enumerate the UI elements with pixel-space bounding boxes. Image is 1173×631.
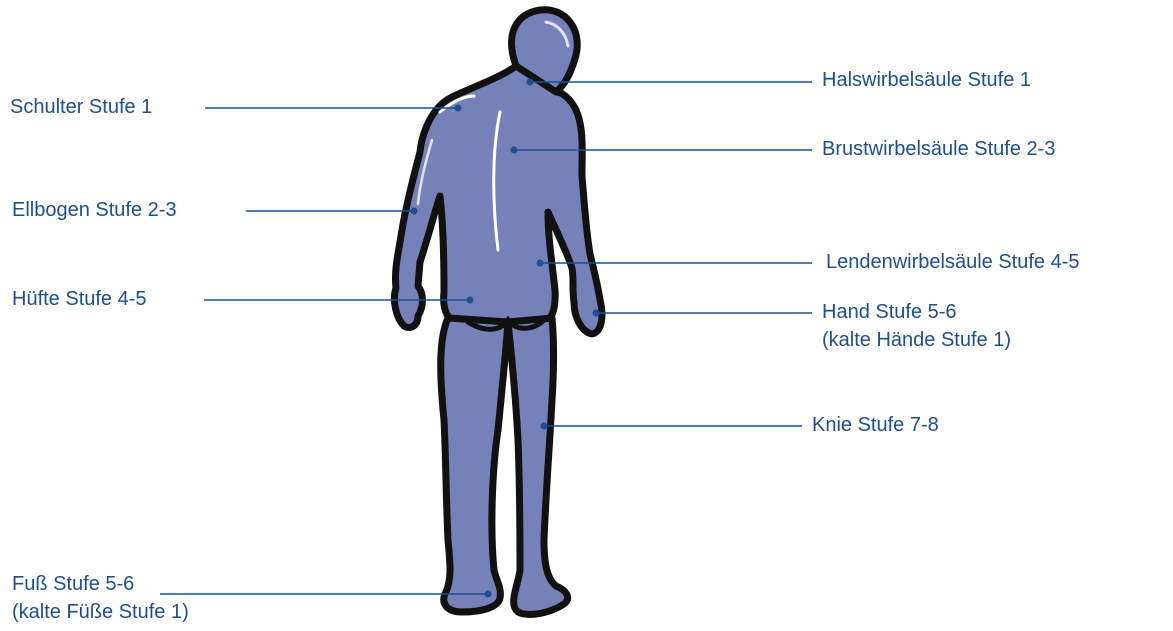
label-ellbogen-text: Ellbogen Stufe 2-3 — [12, 199, 177, 221]
point-ellbogen — [411, 208, 418, 215]
label-halswirbelsaeule-text: Halswirbelsäule Stufe 1 — [822, 69, 1031, 91]
label-fuss: Fuß Stufe 5-6 (kalte Füße Stufe 1) — [12, 570, 189, 626]
label-brustwirbelsaeule-text: Brustwirbelsäule Stufe 2-3 — [822, 138, 1055, 160]
label-schulter-text: Schulter Stufe 1 — [10, 96, 152, 118]
label-ellbogen: Ellbogen Stufe 2-3 — [12, 196, 177, 224]
point-fuss — [485, 591, 492, 598]
label-halswirbelsaeule: Halswirbelsäule Stufe 1 — [822, 66, 1031, 94]
left-leg-shape — [441, 318, 508, 612]
torso-shape — [394, 66, 602, 334]
label-hand: Hand Stufe 5-6 (kalte Hände Stufe 1) — [822, 298, 1011, 354]
label-fuss-note: (kalte Füße Stufe 1) — [12, 598, 189, 626]
label-fuss-text: Fuß Stufe 5-6 — [12, 570, 189, 598]
label-schulter: Schulter Stufe 1 — [10, 93, 152, 121]
label-knie: Knie Stufe 7-8 — [812, 411, 939, 439]
label-lendenwirbelsaeule: Lendenwirbelsäule Stufe 4-5 — [826, 248, 1080, 276]
right-leg-shape — [508, 318, 568, 614]
point-brustwirbel — [511, 147, 518, 154]
label-brustwirbelsaeule: Brustwirbelsäule Stufe 2-3 — [822, 135, 1055, 163]
label-knie-text: Knie Stufe 7-8 — [812, 414, 939, 436]
point-huefte — [467, 297, 474, 304]
label-hand-text: Hand Stufe 5-6 — [822, 298, 1011, 326]
point-halswirbel — [527, 79, 534, 86]
label-hand-note: (kalte Hände Stufe 1) — [822, 326, 1011, 354]
label-huefte-text: Hüfte Stufe 4-5 — [12, 288, 147, 310]
human-figure — [394, 10, 602, 615]
label-huefte: Hüfte Stufe 4-5 — [12, 285, 147, 313]
point-knie — [541, 423, 548, 430]
point-schulter — [455, 105, 462, 112]
point-hand — [593, 310, 600, 317]
label-lendenwirbelsaeule-text: Lendenwirbelsäule Stufe 4-5 — [826, 251, 1080, 273]
point-lendenwirbel — [537, 260, 544, 267]
